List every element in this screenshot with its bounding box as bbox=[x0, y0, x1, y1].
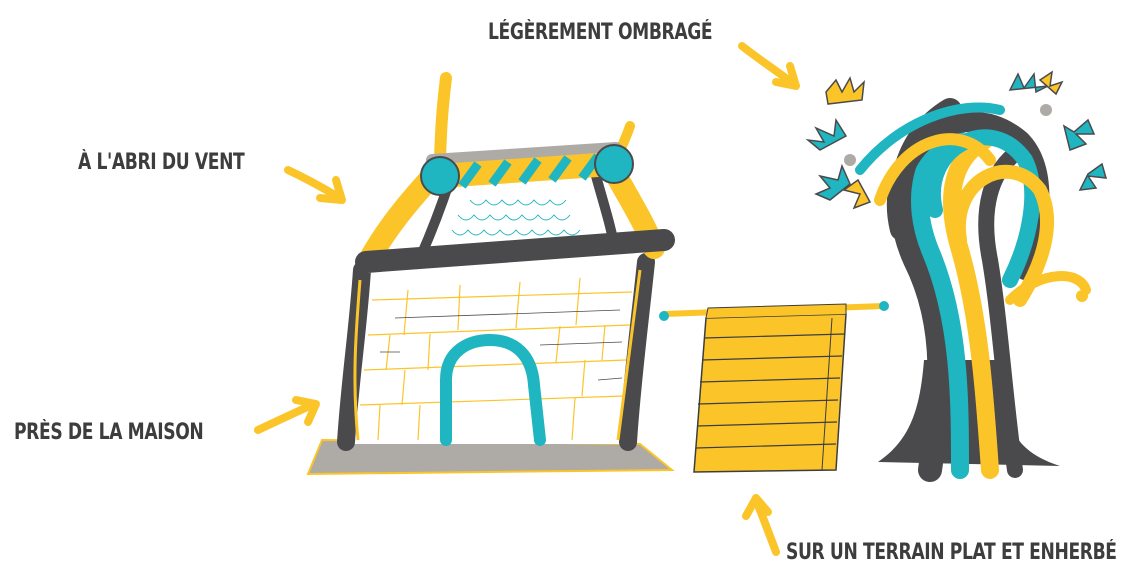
arrow-icon bbox=[258, 400, 316, 430]
tree-drawing bbox=[808, 72, 1106, 470]
label-lightly-shaded: LÉGÈREMENT OMBRAGÉ bbox=[488, 20, 712, 45]
arrow-icon bbox=[742, 46, 796, 86]
label-flat-grass: SUR UN TERRAIN PLAT ET ENHERBÉ bbox=[786, 540, 1117, 565]
house-drawing bbox=[308, 78, 672, 474]
label-wind-shelter: À L'ABRI DU VENT bbox=[78, 150, 244, 175]
hanging-cloth bbox=[659, 301, 889, 472]
label-near-house: PRÈS DE LA MAISON bbox=[14, 420, 203, 445]
arrow-icon bbox=[288, 170, 342, 200]
arrow-icon bbox=[746, 498, 776, 552]
